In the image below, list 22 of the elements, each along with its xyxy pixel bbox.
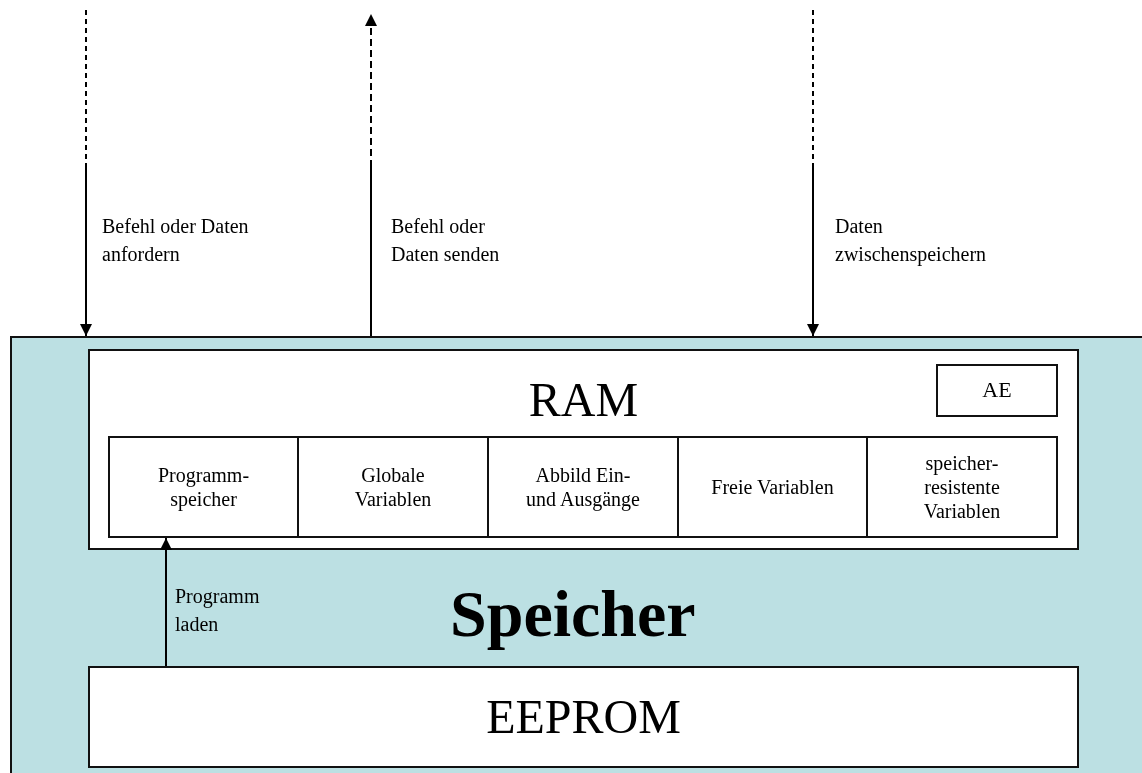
memory-label: AE <box>982 377 1012 404</box>
memory-label: Programm- speicher <box>156 463 251 511</box>
memory-label: Abbild Ein- und Ausgänge <box>525 463 641 511</box>
memory-title: RAM <box>528 372 639 428</box>
memory-cell <box>866 436 1058 538</box>
memory-box <box>88 349 1079 550</box>
memory-cell <box>487 436 679 538</box>
memory-label: Globale Variablen <box>353 463 433 511</box>
memory-panel <box>10 336 1142 773</box>
arrow <box>365 13 377 337</box>
memory-box <box>936 364 1058 417</box>
memory-label: Freie Variablen <box>711 475 834 499</box>
arrow <box>807 9 819 337</box>
memory-title: EEPROM <box>486 689 681 746</box>
arrow <box>80 9 92 337</box>
memory-cell <box>108 436 299 538</box>
memory-cell <box>677 436 868 538</box>
panel-title: Speicher <box>450 576 696 652</box>
memory-box <box>88 666 1079 768</box>
arrow <box>160 537 172 667</box>
memory-label: speicher- resistente Variablen <box>922 451 1002 523</box>
memory-cell <box>297 436 489 538</box>
